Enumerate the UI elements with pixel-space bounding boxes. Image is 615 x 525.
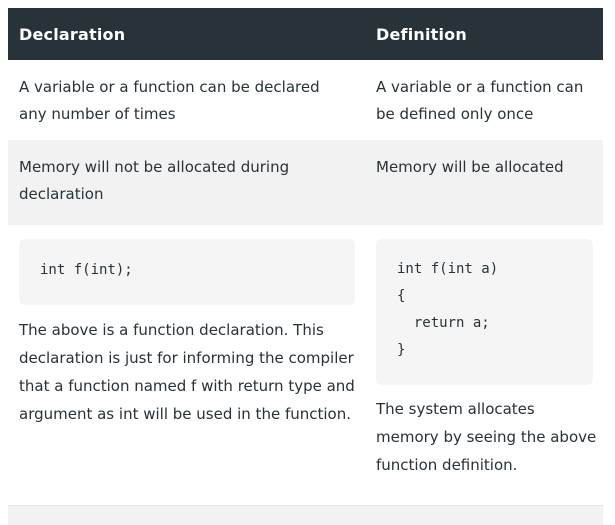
definition-code-block: int f(int a) { return a; } bbox=[376, 239, 593, 385]
table-row: A variable or a function can be declared… bbox=[8, 60, 603, 140]
header-declaration: Declaration bbox=[19, 24, 126, 44]
table-row-code: int f(int); The above is a function decl… bbox=[8, 225, 603, 505]
table-row: Memory will not be allocated during decl… bbox=[8, 140, 603, 225]
declaration-cell: Memory will not be allocated during decl… bbox=[19, 158, 290, 203]
definition-code-cell: int f(int a) { return a; } The system al… bbox=[365, 225, 603, 505]
declaration-cell: A variable or a function can be declared… bbox=[19, 78, 320, 123]
header-definition: Definition bbox=[376, 24, 467, 44]
definition-cell: Memory will be allocated bbox=[376, 158, 564, 176]
declaration-definition-table: Declaration Definition A variable or a f… bbox=[8, 8, 603, 505]
table-header-row: Declaration Definition bbox=[8, 8, 603, 60]
declaration-code-block: int f(int); bbox=[19, 239, 355, 305]
definition-cell: A variable or a function can be defined … bbox=[376, 78, 584, 123]
declaration-explanation: The above is a function declaration. Thi… bbox=[19, 321, 355, 423]
next-row-strip bbox=[8, 505, 603, 525]
definition-explanation: The system allocates memory by seeing th… bbox=[376, 400, 597, 474]
declaration-code-cell: int f(int); The above is a function decl… bbox=[8, 225, 365, 505]
